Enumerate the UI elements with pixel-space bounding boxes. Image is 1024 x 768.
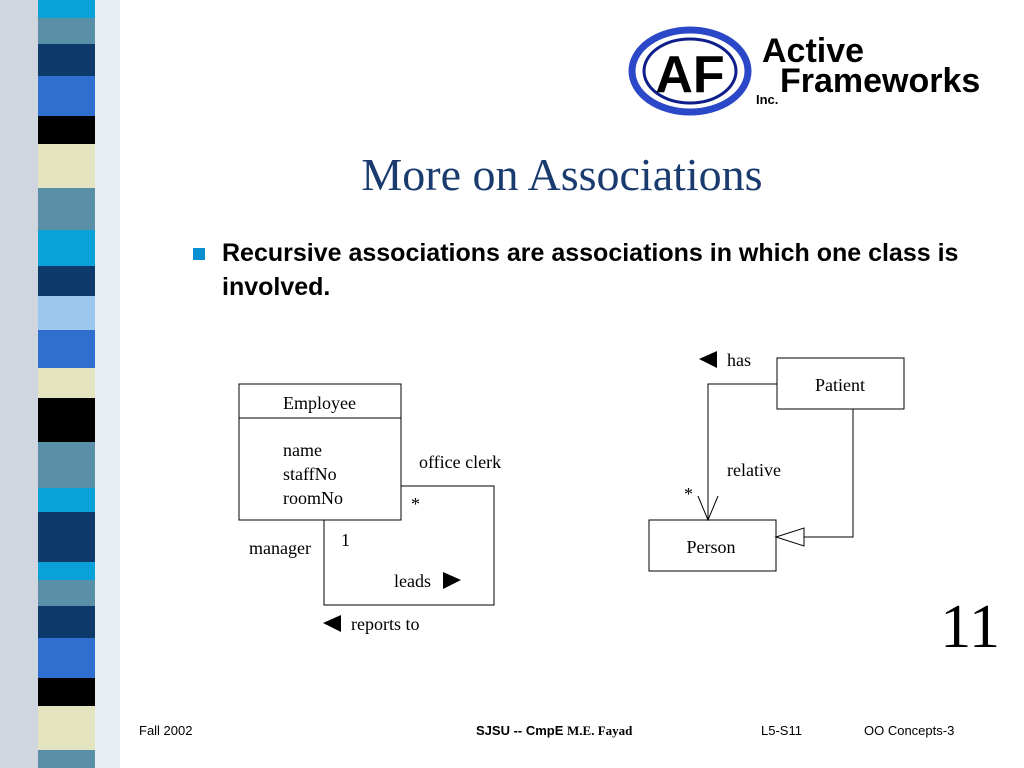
multiplicity-many: * — [684, 484, 693, 504]
generalization-line — [804, 409, 854, 538]
employee-attr-name: name — [283, 440, 322, 460]
stripe-block — [38, 398, 95, 442]
role-office-clerk: office clerk — [419, 452, 501, 472]
association-reports-to-label: reports to — [351, 614, 419, 634]
stripe-block — [38, 512, 95, 562]
stripe-block — [38, 330, 95, 368]
left-triangle-icon — [699, 351, 717, 368]
person-class-name: Person — [687, 537, 736, 557]
left-triangle-icon — [323, 615, 341, 632]
stripe-block — [38, 18, 95, 44]
bullet-text: Recursive associations are associations … — [222, 239, 959, 301]
logo-monogram: AF — [655, 46, 724, 104]
slide-number: 11 — [940, 593, 1000, 661]
stripe-block — [38, 144, 95, 188]
footer-school: SJSU -- CmpE — [476, 723, 564, 738]
patient-class-name: Patient — [815, 375, 865, 395]
employee-attr-staffno: staffNo — [283, 464, 337, 484]
bullet-square-icon — [193, 248, 205, 260]
stripe-block — [38, 678, 95, 706]
stripe-block — [38, 488, 95, 512]
slide-title: More on Associations — [361, 149, 763, 200]
person-diagram: has Patient Person relative * — [648, 350, 905, 572]
footer-term: Fall 2002 — [139, 723, 193, 738]
footer-center: SJSU -- CmpE M.E. Fayad — [476, 723, 632, 739]
stripe-block — [38, 706, 95, 750]
stripe-block — [38, 638, 95, 678]
stripe-block — [38, 442, 95, 488]
role-relative: relative — [727, 460, 781, 480]
employee-class-box — [238, 383, 402, 521]
logo-word-active: Active — [762, 32, 864, 70]
multiplicity-many: * — [411, 494, 420, 514]
multiplicity-one: 1 — [341, 530, 350, 550]
open-arrow-icon — [697, 495, 719, 522]
stripe-block — [38, 44, 95, 76]
stripe-block — [38, 266, 95, 296]
stripe-block — [38, 750, 95, 768]
association-leads-label: leads — [394, 571, 431, 591]
stripe-block — [38, 606, 95, 638]
employee-attr-roomno: roomNo — [283, 488, 343, 508]
active-frameworks-logo: AF Active Frameworks Inc. — [628, 26, 998, 121]
stripe-block — [38, 230, 95, 266]
employee-class-name: Employee — [283, 393, 356, 413]
hollow-triangle-icon — [774, 527, 805, 547]
stripe-block — [38, 368, 95, 398]
stripe-block — [38, 188, 95, 230]
stripe-block — [38, 296, 95, 330]
person-class-box — [648, 519, 777, 572]
decorative-stripe — [0, 0, 120, 768]
footer-author: M.E. Fayad — [567, 723, 633, 738]
stripe-block — [38, 116, 95, 144]
right-triangle-icon — [443, 572, 461, 589]
association-line — [707, 383, 777, 520]
footer-slide-code: L5-S11 — [761, 723, 802, 738]
stripe-block — [38, 0, 95, 18]
recursive-association-line — [323, 485, 495, 606]
employee-diagram: Employee name staffNo roomNo office cler… — [238, 383, 501, 634]
stripe-block — [38, 562, 95, 580]
footer-course: OO Concepts-3 — [864, 723, 955, 738]
patient-class-box — [776, 357, 905, 410]
role-manager: manager — [249, 538, 311, 558]
stripe-block — [38, 580, 95, 606]
logo-word-inc: Inc. — [756, 92, 778, 107]
stripe-block — [38, 76, 95, 116]
association-has-label: has — [727, 350, 751, 370]
logo-word-frameworks: Frameworks — [780, 62, 980, 100]
